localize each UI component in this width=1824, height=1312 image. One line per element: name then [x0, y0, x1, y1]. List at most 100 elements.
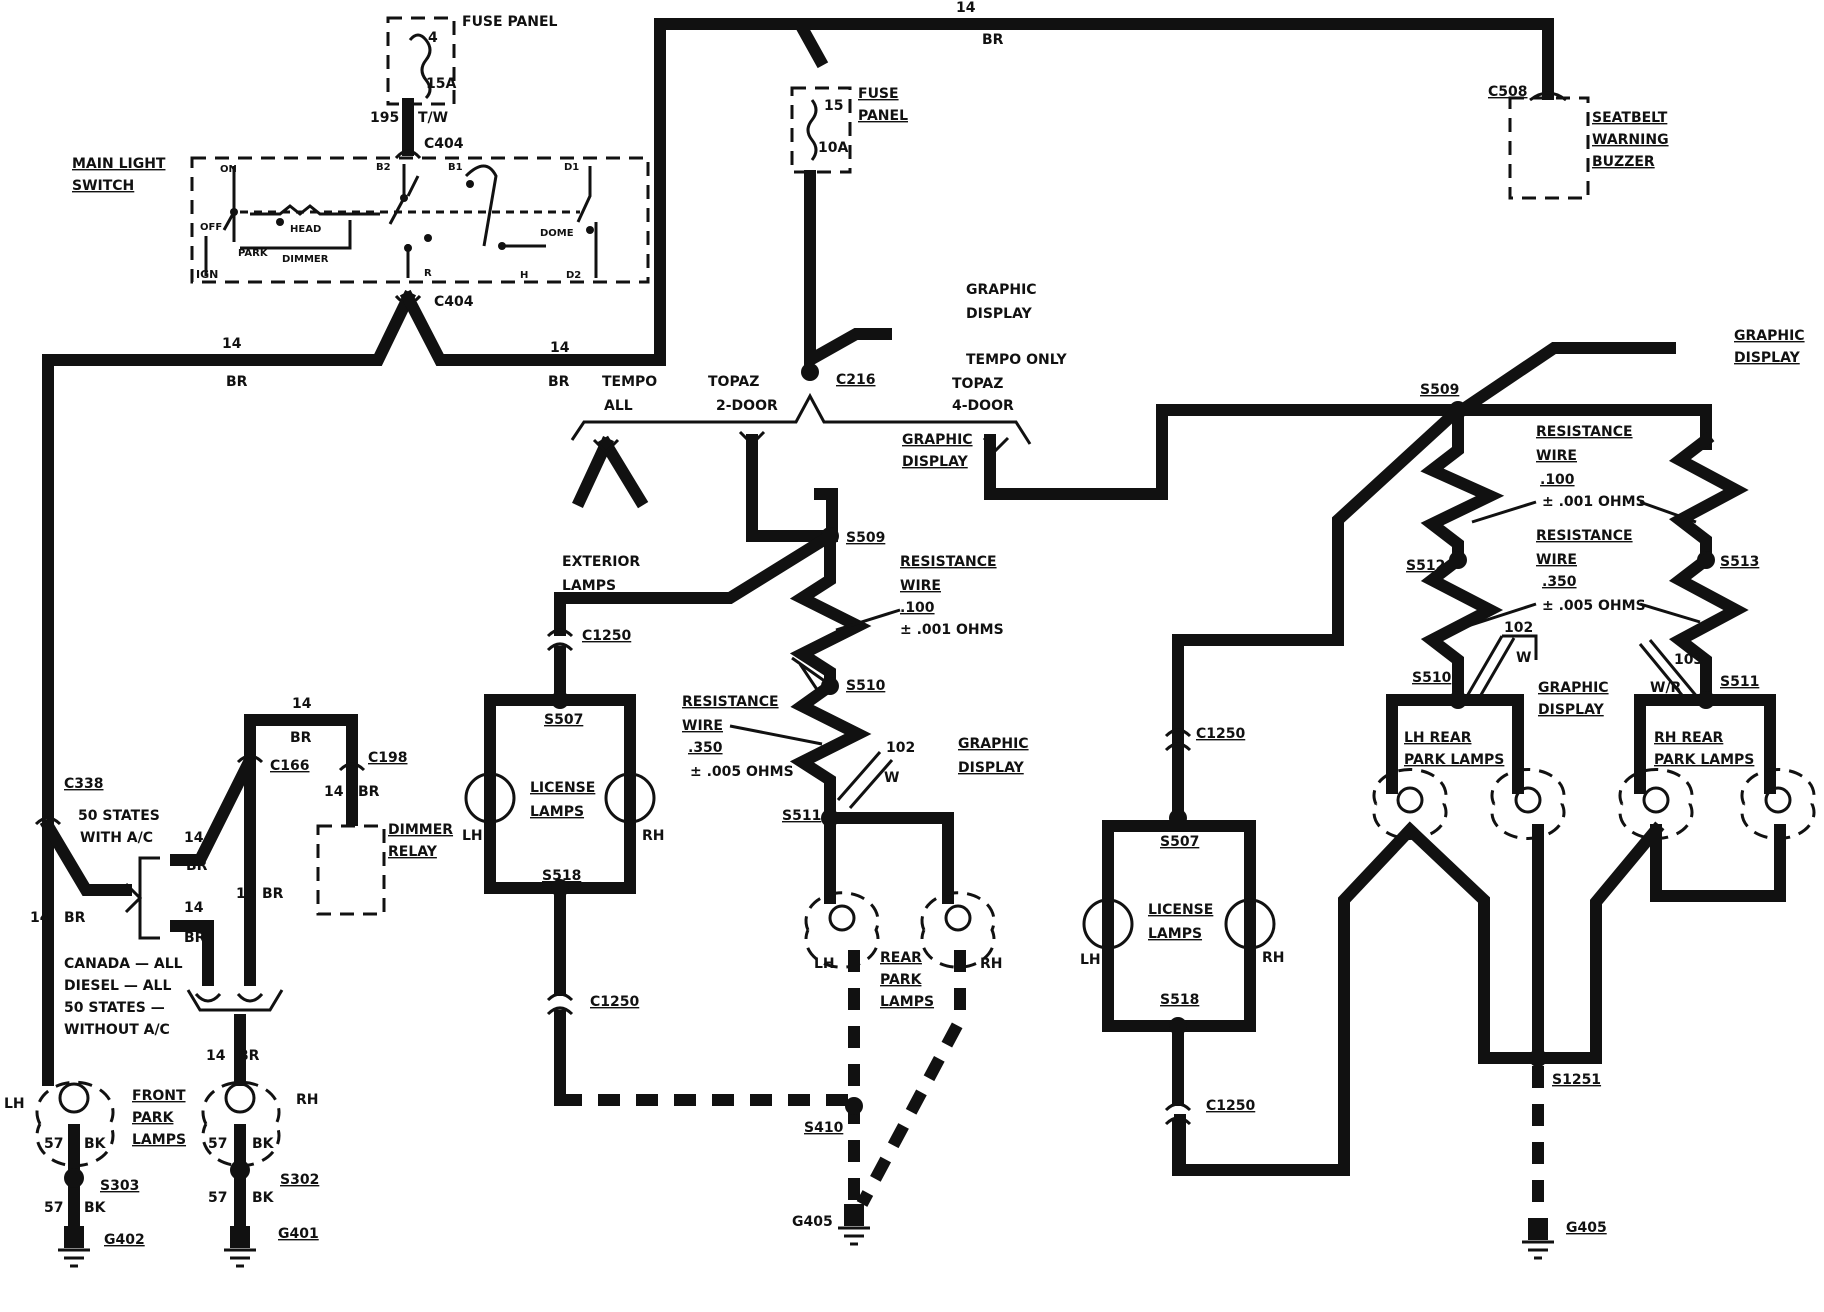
- resistance-wire-350-rh: [1668, 551, 1749, 706]
- wire-102-right: [1464, 634, 1538, 701]
- c404-top-label: C404: [424, 136, 464, 152]
- svg-text:10A: 10A: [818, 140, 848, 156]
- svg-text:BR: BR: [262, 886, 284, 902]
- svg-text:S510: S510: [846, 678, 886, 694]
- wire-lh-rear-ground: [1174, 821, 1419, 1176]
- svg-text:WARNING: WARNING: [1592, 132, 1669, 148]
- svg-text:14: 14: [956, 0, 976, 16]
- front-park-lamp-lh: LH: [4, 1080, 115, 1168]
- svg-text:G401: G401: [278, 1226, 319, 1242]
- lh-rear-park-lamp-2: [1490, 767, 1566, 841]
- g405-ground-center: [838, 1204, 870, 1246]
- svg-text:BR: BR: [982, 32, 1004, 48]
- c404-top-connector: [394, 149, 422, 160]
- svg-text:GRAPHIC: GRAPHIC: [1538, 680, 1609, 696]
- svg-text:± .005 OHMS: ± .005 OHMS: [690, 764, 794, 780]
- svg-text:S518: S518: [1160, 992, 1199, 1008]
- front-park-lamp-rh: RH: [201, 1080, 319, 1168]
- svg-text:WIRE: WIRE: [1536, 448, 1577, 464]
- s410-splice: [845, 1097, 863, 1115]
- svg-text:BUZZER: BUZZER: [1592, 154, 1655, 170]
- svg-text:LAMPS: LAMPS: [562, 578, 616, 594]
- c338-connector: [34, 816, 62, 826]
- svg-text:S518: S518: [542, 868, 581, 884]
- svg-text:LAMPS: LAMPS: [880, 994, 934, 1010]
- svg-text:TOPAZ: TOPAZ: [952, 376, 1003, 392]
- svg-text:S302: S302: [280, 1172, 319, 1188]
- svg-text:BK: BK: [84, 1200, 107, 1216]
- wire-tempo-all: [572, 435, 649, 509]
- svg-text:DISPLAY: DISPLAY: [966, 306, 1033, 322]
- svg-text:BK: BK: [252, 1190, 275, 1206]
- splice-front-park: [186, 989, 284, 1012]
- wire-rh-rear-park: [1634, 694, 1776, 794]
- rear-park-lamp-rh-center: RH: [920, 891, 1003, 972]
- wire-rear-ground-center: [848, 950, 966, 1207]
- g401-ground: [224, 1226, 256, 1268]
- lh-rear-park-lamp-1: [1372, 767, 1448, 841]
- fuse-panel-label-left: FUSE PANEL: [462, 14, 558, 30]
- svg-text:OFF: OFF: [200, 222, 222, 233]
- svg-text:LH: LH: [4, 1096, 25, 1112]
- svg-text:LH REAR: LH REAR: [1404, 730, 1472, 746]
- svg-text:LAMPS: LAMPS: [1148, 926, 1202, 942]
- g405-ground-right: [1522, 1218, 1554, 1260]
- svg-text:PARK: PARK: [880, 972, 923, 988]
- svg-text:57: 57: [44, 1200, 63, 1216]
- svg-text:LICENSE: LICENSE: [1148, 902, 1213, 918]
- dimmer-relay-box: [316, 824, 386, 916]
- svg-text:DISPLAY: DISPLAY: [902, 454, 969, 470]
- svg-text:TEMPO ONLY: TEMPO ONLY: [966, 352, 1067, 368]
- svg-text:S511: S511: [782, 808, 821, 824]
- svg-text:GRAPHIC: GRAPHIC: [1734, 328, 1805, 344]
- wire-graphic-s509: [984, 404, 1468, 500]
- resistance-wire-350-center: [789, 677, 872, 824]
- dimmer-relay-label: DIMMER: [388, 822, 453, 838]
- wire-c1250-right-down: [1172, 1120, 1350, 1176]
- wire-exterior: [554, 527, 839, 636]
- svg-text:W: W: [1516, 650, 1531, 666]
- svg-text:DISPLAY: DISPLAY: [1734, 350, 1801, 366]
- svg-text:RH: RH: [1262, 950, 1285, 966]
- svg-text:D2: D2: [566, 270, 581, 281]
- c404-bot-label: C404: [434, 294, 474, 310]
- svg-text:50 STATES —: 50 STATES —: [64, 1000, 165, 1016]
- svg-text:S507: S507: [1160, 834, 1199, 850]
- wire-topaz2door: [746, 434, 836, 542]
- main-light-switch: MAIN LIGHT SWITCH ON OFF HEAD PARK DIMME…: [72, 156, 650, 284]
- wire-top-14br: [794, 18, 1554, 100]
- svg-text:RELAY: RELAY: [388, 844, 438, 860]
- svg-text:SEATBELT: SEATBELT: [1592, 110, 1668, 126]
- svg-text:± .001 OHMS: ± .001 OHMS: [1542, 494, 1646, 510]
- svg-text:BK: BK: [84, 1136, 107, 1152]
- svg-text:.100: .100: [1540, 472, 1575, 488]
- wire-to-c1250-right: [1172, 401, 1467, 746]
- svg-text:50 STATES: 50 STATES: [78, 808, 160, 824]
- svg-text:D1: D1: [564, 162, 579, 173]
- s303-splice: [64, 1168, 84, 1188]
- svg-text:4-DOOR: 4-DOOR: [952, 398, 1014, 414]
- resistance-wire-100-center: [789, 530, 872, 692]
- wire-14br-left: [42, 289, 417, 818]
- option-bracket: [570, 392, 1032, 445]
- svg-text:4: 4: [428, 30, 438, 46]
- s302-splice: [230, 1160, 250, 1180]
- c338-label: C338: [64, 776, 104, 792]
- svg-text:GRAPHIC: GRAPHIC: [966, 282, 1037, 298]
- c198-label: C198: [368, 750, 408, 766]
- svg-text:.350: .350: [1542, 574, 1577, 590]
- svg-text:DISPLAY: DISPLAY: [958, 760, 1025, 776]
- svg-text:57: 57: [208, 1190, 227, 1206]
- svg-text:C508: C508: [1488, 84, 1528, 100]
- seatbelt-buzzer-box: [1508, 96, 1590, 200]
- svg-text:S511: S511: [1720, 674, 1759, 690]
- c1250-right-top: [1164, 728, 1192, 752]
- svg-text:RESISTANCE: RESISTANCE: [1536, 528, 1633, 544]
- wire-102-center: [836, 751, 894, 809]
- svg-text:14: 14: [292, 696, 312, 712]
- svg-text:H: H: [520, 270, 528, 281]
- fuse-panel-left: 4 15A: [386, 16, 456, 106]
- svg-text:57: 57: [44, 1136, 63, 1152]
- wire-fuse-down: [804, 170, 892, 371]
- svg-text:C1250: C1250: [590, 994, 639, 1010]
